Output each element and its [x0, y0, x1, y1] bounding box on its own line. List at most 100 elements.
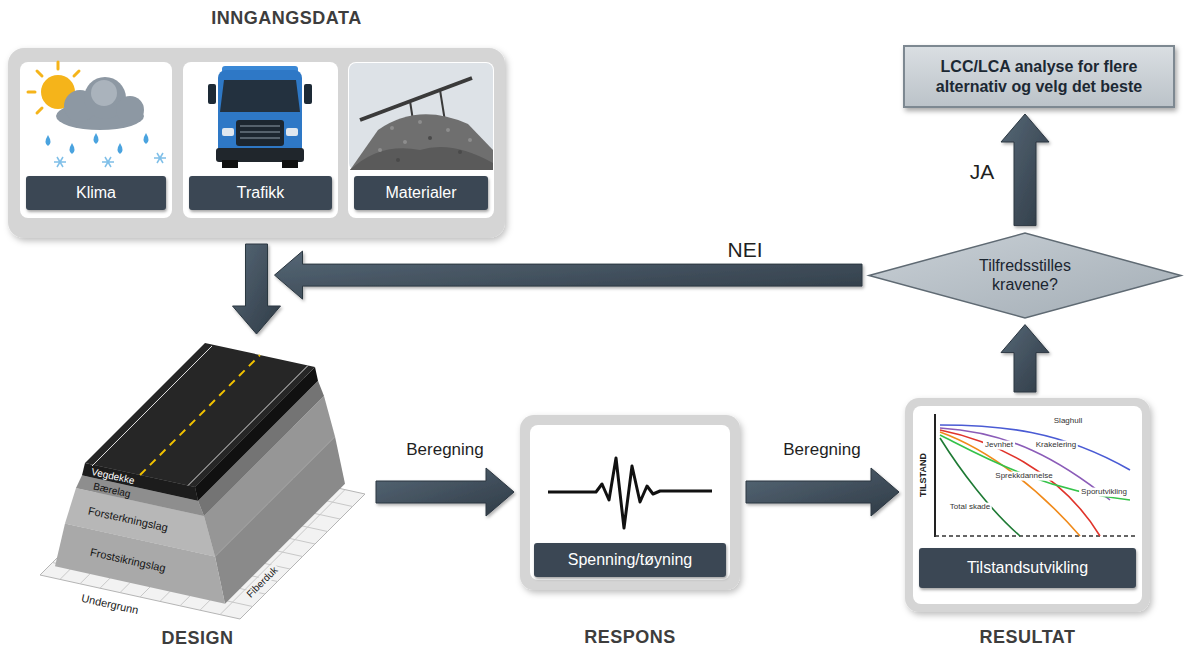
text-slot: Materialer — [354, 176, 488, 210]
label-slot: Beregning — [783, 440, 861, 460]
result-panel-bg — [934, 414, 936, 537]
curve-label: Slaghull — [1052, 417, 1084, 426]
materials-icon — [396, 158, 400, 162]
pavement-figure — [140, 355, 260, 475]
label-slot: TILSTAND — [919, 453, 929, 497]
label-slot: Total skade — [948, 503, 992, 512]
input-panel-bg — [183, 62, 338, 218]
stage-caption: RESULTAT — [905, 627, 1150, 648]
process-text: LCC/LCA analyse for flere alternativ og … — [914, 57, 1164, 97]
materials-icon — [349, 63, 493, 170]
truck-icon — [216, 148, 304, 162]
axis-label: TILSTAND — [919, 453, 929, 497]
materials-icon — [468, 138, 472, 142]
diamond-shape — [869, 233, 1181, 318]
card-label: Trafikk — [189, 176, 332, 210]
layer-name: Fiberduk — [243, 563, 281, 601]
climate-icon — [54, 153, 166, 167]
curve-label: Krakelering — [1034, 441, 1078, 450]
text-slot: RESPONS — [520, 627, 740, 651]
climate-icon — [102, 157, 114, 167]
text-slot: LCC/LCA analyse for flere alternativ og … — [905, 47, 1173, 106]
text-slot: Klima — [26, 176, 166, 210]
card-label: Tilstandsutvikling — [919, 548, 1136, 588]
input-panel: KlimaTrafikkMaterialerINNGANGSDATA — [8, 48, 505, 238]
block-arrow — [1001, 325, 1049, 392]
layer-name: Forsterkningslag — [87, 504, 169, 533]
label-slot: Sprekkdannelse — [993, 472, 1054, 481]
edge-label: Beregning — [406, 440, 484, 460]
edge-label: NEI — [727, 238, 762, 262]
materials-icon — [360, 78, 472, 120]
response-panel: Spenning/tøyningRESPONS — [520, 415, 740, 590]
materials-icon — [446, 128, 450, 132]
label-slot: Undergrunn — [80, 592, 139, 616]
response-panel-bg — [548, 458, 712, 528]
pavement-figure — [188, 366, 308, 486]
climate-icon — [57, 62, 60, 69]
pavement-design: DESIGN — [45, 340, 370, 622]
climate-icon — [154, 153, 166, 163]
truck-icon — [208, 84, 216, 104]
decision-diamond: Tilfredsstilles kravene? — [868, 232, 1182, 319]
climate-icon — [37, 108, 42, 113]
materials-icon — [349, 63, 493, 170]
block-arrow — [376, 468, 514, 516]
text-slot: DESIGN — [35, 628, 360, 652]
diamond-outline — [868, 232, 1182, 319]
text-slot: INNGANGSDATA — [68, 8, 505, 34]
layer-name: Undergrunn — [80, 592, 139, 616]
climate-icon — [116, 96, 144, 124]
truck-icon — [220, 80, 300, 112]
climate-icon — [28, 62, 166, 167]
climate-icon — [74, 71, 79, 76]
climate-icon — [37, 71, 42, 76]
result-panel-bg — [940, 435, 1130, 500]
result-panel-bg — [940, 425, 1130, 536]
climate-icon — [94, 133, 99, 144]
result-panel-bg — [940, 430, 1100, 536]
curve-label: Sporutvikling — [1079, 488, 1129, 497]
input-panel-bg — [348, 62, 494, 218]
climate-icon — [118, 143, 123, 154]
stage-caption: DESIGN — [35, 628, 360, 649]
pavement-figure — [40, 343, 365, 619]
layer-name: Frostsikringslag — [89, 546, 167, 574]
label-slot: Fiberduk — [243, 563, 281, 601]
label-slot: Krakelering — [1034, 441, 1078, 450]
card-label: Spenning/tøyning — [534, 543, 726, 577]
input-card: Klima — [20, 62, 172, 218]
truck-icon — [304, 84, 312, 104]
text-slot: Tilfredsstilles kravene? — [868, 232, 1182, 319]
text-slot: Spenning/tøyning — [534, 543, 726, 577]
card-label: Klima — [26, 176, 166, 210]
curve-label: Jevnhet — [983, 441, 1015, 450]
input-card: Materialer — [348, 62, 494, 218]
label-slot: Frostsikringslag — [89, 546, 167, 574]
materials-icon — [390, 126, 394, 130]
result-panel-bg — [935, 535, 1136, 537]
truck-icon — [218, 70, 302, 158]
result-panel-bg — [905, 398, 1150, 612]
input-panel-bg — [8, 48, 505, 238]
truck-icon — [222, 128, 234, 136]
result-panel-bg — [940, 438, 1020, 536]
process-box: LCC/LCA analyse for flere alternativ og … — [903, 45, 1175, 108]
climate-icon — [144, 133, 149, 144]
climate-icon — [28, 91, 35, 94]
result-panel: TilstandsutviklingRESULTAT — [905, 398, 1150, 612]
text-slot: RESULTAT — [905, 627, 1150, 651]
block-arrow — [275, 251, 863, 299]
input-panel-bg — [8, 48, 505, 238]
label-slot: Slaghull — [1052, 417, 1084, 426]
card-label: Materialer — [354, 176, 488, 210]
label-slot: JA — [970, 160, 995, 184]
label-slot: NEI — [727, 238, 762, 262]
climate-icon — [54, 157, 66, 167]
text-slot: Tilstandsutvikling — [919, 548, 1136, 588]
label-slot: Sporutvikling — [1079, 488, 1129, 497]
curve-label: Sprekkdannelse — [993, 472, 1054, 481]
decision-text: Tilfredsstilles kravene? — [950, 256, 1100, 294]
